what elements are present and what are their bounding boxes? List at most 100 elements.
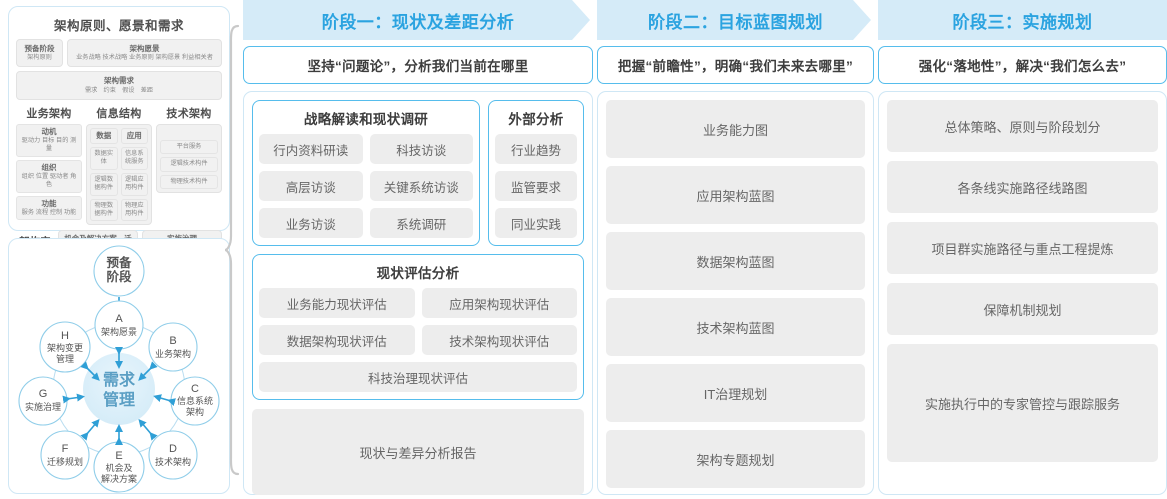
phase-3-item-stack: 总体策略、原则与阶段划分 各条线实施路径线路图 项目群实施路径与重点工程提炼 保… <box>887 100 1158 462</box>
chip-item[interactable]: 数据架构蓝图 <box>606 232 865 290</box>
togaf-item: 逻辑应用构件 <box>120 172 148 196</box>
adm-arrow-f <box>80 418 100 441</box>
adm-node-h-letter: H <box>61 330 69 342</box>
togaf-column-information: 信息结构 数据 数据实体 逻辑数据构件 <box>86 105 152 226</box>
togaf-prep-sub: 架构原则 <box>27 54 52 62</box>
adm-arrow-g <box>62 393 85 404</box>
adm-center-circle <box>83 353 155 425</box>
adm-node-b-letter: B <box>169 335 176 347</box>
adm-node-h-label1: 架构变更 <box>47 342 83 353</box>
chip-item[interactable]: 行内资料研读 <box>259 134 363 164</box>
phase-3-band: 阶段三：实施规划 <box>878 0 1167 40</box>
togaf-item-head: 组织 <box>41 162 57 172</box>
adm-arrow-h <box>80 361 100 381</box>
togaf-col-business-body: 动机 驱动力 目标 目的 测量 组织 组织 位置 驱动者 角色 功能 服务 流程… <box>16 123 82 221</box>
togaf-title: 架构原则、愿景和需求 <box>53 19 184 33</box>
adm-node-d-letter: D <box>169 443 177 455</box>
phase-column-3[interactable]: 阶段三：实施规划 强化“落地性”，解决“我们怎么去” 总体策略、原则与阶段划分 … <box>878 0 1167 499</box>
adm-node-b <box>148 322 198 372</box>
togaf-item-head: 功能 <box>41 198 57 208</box>
togaf-item: 动机 驱动力 目标 目的 测量 <box>16 123 82 157</box>
chip-item[interactable]: 保障机制规划 <box>887 283 1158 335</box>
chip-item[interactable]: 关键系统访谈 <box>369 171 473 201</box>
chip-item[interactable]: 总体策略、原则与阶段划分 <box>887 100 1158 152</box>
chip-item[interactable]: 应用架构蓝图 <box>606 166 865 224</box>
phase-2-subtitle-box: 把握“前瞻性”，明确“我们未来去哪里” <box>597 46 874 84</box>
card-strategy-research-header: 战略解读和现状调研 <box>303 112 429 127</box>
card-external-analysis: 外部分析 行业趋势 监管要求 同业实践 <box>488 100 584 246</box>
chip-item[interactable]: 高层访谈 <box>259 171 363 201</box>
chip-item[interactable]: 科技访谈 <box>369 134 473 164</box>
phase-1-band: 阶段一：现状及差距分析 <box>243 0 594 40</box>
togaf-item-sub: 物理技术构件 <box>170 177 208 185</box>
phase-1-title: 阶段一：现状及差距分析 <box>321 12 515 32</box>
chip-gap-analysis-report[interactable]: 现状与差异分析报告 <box>252 409 584 495</box>
togaf-item-head: 应用 <box>126 130 142 140</box>
togaf-col-business-header: 业务架构 <box>26 107 72 120</box>
phase-2-band: 阶段二：目标蓝图规划 <box>597 0 875 40</box>
chip-item[interactable]: 技术架构蓝图 <box>606 298 865 356</box>
chip-item[interactable]: 行业趋势 <box>495 134 577 164</box>
togaf-item: 平台服务 <box>160 139 218 155</box>
chip-item[interactable]: 科技治理现状评估 <box>259 362 577 392</box>
phase-chevron-icon <box>853 0 875 40</box>
left-column: 架构原则、愿景和需求 预备阶段 架构原则 架构愿景 业务战略 技术战略 业务原则… <box>8 6 230 494</box>
chip-item[interactable]: 架构专题规划 <box>606 430 865 488</box>
chip-item[interactable]: 技术架构现状评估 <box>421 325 577 355</box>
togaf-vision-box: 架构愿景 业务战略 技术战略 业务原则 架构愿景 利益相关者 <box>67 39 222 68</box>
chip-item[interactable]: 数据架构现状评估 <box>259 325 415 355</box>
togaf-framework-panel: 架构原则、愿景和需求 预备阶段 架构原则 架构愿景 业务战略 技术战略 业务原则… <box>8 6 230 267</box>
phase-2-body: 业务能力图 应用架构蓝图 数据架构蓝图 技术架构蓝图 IT治理规划 架构专题规划 <box>597 91 874 495</box>
chip-item[interactable]: 监管要求 <box>495 171 577 201</box>
adm-node-f <box>40 430 90 480</box>
adm-node-h <box>39 321 91 373</box>
adm-prep-line1: 预备 <box>106 255 132 270</box>
togaf-columns: 业务架构 动机 驱动力 目标 目的 测量 组织 组织 位置 驱动者 角色 功能 <box>16 105 222 226</box>
adm-node-f-label: 迁移规划 <box>47 456 83 467</box>
togaf-prep-head: 预备阶段 <box>24 44 55 53</box>
togaf-col-information-header: 信息结构 <box>96 107 142 120</box>
adm-node-a <box>94 300 144 350</box>
togaf-item: 逻辑技术构件 <box>160 157 218 172</box>
togaf-item-sub: 信息系统服务 <box>124 150 144 166</box>
phase-3-body: 总体策略、原则与阶段划分 各条线实施路径线路图 项目群实施路径与重点工程提炼 保… <box>878 91 1167 495</box>
adm-node-c-label1: 信息系统 <box>177 395 213 406</box>
chip-item[interactable]: 项目群实施路径与重点工程提炼 <box>887 222 1158 274</box>
chip-item[interactable]: 业务能力现状评估 <box>259 288 415 318</box>
card-current-assessment-header: 现状评估分析 <box>376 266 460 281</box>
chip-item[interactable]: IT治理规划 <box>606 364 865 422</box>
togaf-item-sub: 逻辑应用构件 <box>124 175 144 192</box>
togaf-item: 逻辑数据构件 <box>90 172 118 196</box>
adm-arrow-c <box>153 394 176 406</box>
chip-row: 高层访谈 关键系统访谈 <box>259 171 473 201</box>
togaf-item-sub: 物理数据构件 <box>94 201 114 217</box>
togaf-item: 物理应用构件 <box>120 198 148 222</box>
adm-prep-line2: 阶段 <box>106 269 132 284</box>
togaf-row-vision: 预备阶段 架构原则 架构愿景 业务战略 技术战略 业务原则 架构愿景 利益相关者 <box>16 39 222 68</box>
adm-center-line2: 管理 <box>103 390 135 409</box>
chip-item[interactable]: 各条线实施路径线路图 <box>887 161 1158 213</box>
adm-node-c-letter: C <box>191 383 199 395</box>
chip-item[interactable]: 应用架构现状评估 <box>421 288 577 318</box>
togaf-item: 数据实体 <box>90 147 118 170</box>
adm-cycle-diagram: 预备 阶段 需求 管理 A 架构愿景 B 业务架构 C <box>18 245 220 493</box>
chip-item[interactable]: 业务访谈 <box>259 208 363 238</box>
chip-item[interactable]: 系统调研 <box>369 208 473 238</box>
togaf-info-data-col: 数据 数据实体 逻辑数据构件 物理数据构件 <box>90 127 118 222</box>
adm-node-g-label: 实施治理 <box>25 401 61 412</box>
adm-arrow-b <box>138 361 158 381</box>
chip-item[interactable]: 同业实践 <box>495 208 577 238</box>
togaf-col-technology-body: 平台服务 逻辑技术构件 物理技术构件 <box>156 123 222 194</box>
adm-node-a-letter: A <box>115 313 123 325</box>
adm-node-d-label: 技术架构 <box>155 456 191 467</box>
card-current-assessment: 现状评估分析 业务能力现状评估 应用架构现状评估 数据架构现状评估 技术架构现状… <box>252 254 584 400</box>
chip-item[interactable]: 实施执行中的专家管控与跟踪服务 <box>887 344 1158 462</box>
chip-row: 业务访谈 系统调研 <box>259 208 473 238</box>
togaf-info-subcols: 数据 数据实体 逻辑数据构件 物理数据构件 <box>90 127 148 222</box>
chip-item[interactable]: 业务能力图 <box>606 100 865 158</box>
phase-column-2[interactable]: 阶段二：目标蓝图规划 把握“前瞻性”，明确“我们未来去哪里” 业务能力图 应用架… <box>597 0 875 499</box>
phase-column-1[interactable]: 阶段一：现状及差距分析 坚持“问题论”，分析我们当前在哪里 战略解读和现状调研 … <box>243 0 594 499</box>
togaf-column-business: 业务架构 动机 驱动力 目标 目的 测量 组织 组织 位置 驱动者 角色 功能 <box>16 105 82 225</box>
phase-1-subtitle: 坚持“问题论”，分析我们当前在哪里 <box>307 59 529 74</box>
